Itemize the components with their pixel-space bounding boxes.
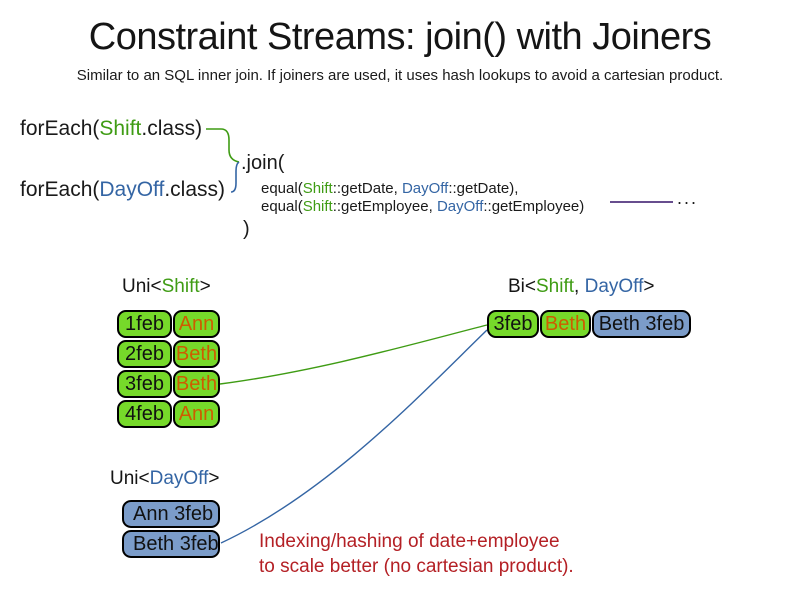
label-text: > (208, 468, 220, 489)
code-text: .class) (141, 117, 203, 140)
dayoff-cell: Ann 3feb (122, 500, 220, 528)
bi-result-row: 3feb Beth Beth 3feb (487, 310, 691, 338)
code-foreach-shift: forEach(Shift.class) (20, 117, 202, 141)
uni-dayoff-label: Uni<DayOff> (110, 468, 220, 490)
note-line: to scale better (no cartesian product). (259, 556, 574, 577)
shift-employee-cell: Ann (173, 400, 220, 428)
table-row: 4feb Ann (117, 400, 220, 428)
match-line-green (219, 324, 488, 385)
match-line-blue (220, 329, 488, 544)
code-joiner-date: equal(Shift::getDate, DayOff::getDate), (261, 180, 518, 197)
note-line: Indexing/hashing of date+employee (259, 531, 560, 552)
code-text: ::getEmployee) (483, 198, 585, 215)
shift-class-token: Shift (99, 117, 142, 140)
dayoff-class-token: DayOff (99, 178, 165, 201)
code-joiner-employee: equal(Shift::getEmployee, DayOff::getEmp… (261, 198, 584, 215)
shift-type-token: Shift (536, 276, 575, 297)
code-text: equal( (261, 198, 303, 215)
join-brace-blue (230, 161, 240, 193)
label-text: > (643, 276, 655, 297)
code-text: forEach( (20, 117, 100, 140)
joiner-connector-line (610, 201, 673, 203)
uni-shift-label: Uni<Shift> (122, 276, 211, 298)
table-row: 2feb Beth (117, 340, 220, 368)
shift-date-cell: 1feb (117, 310, 172, 338)
shift-date-cell: 2feb (117, 340, 172, 368)
shift-class-token: Shift (302, 180, 333, 197)
shift-date-cell: 3feb (487, 310, 539, 338)
code-text: forEach( (20, 178, 100, 201)
more-joiners-ellipsis: ... (677, 188, 699, 208)
label-text: Uni< (122, 276, 162, 297)
uni-dayoff-table: Ann 3feb Beth 3feb (122, 500, 220, 560)
shift-type-token: Shift (161, 276, 200, 297)
dayoff-pair-cell: Beth 3feb (592, 310, 691, 338)
dayoff-class-token: DayOff (436, 198, 484, 215)
shift-date-cell: 4feb (117, 400, 172, 428)
code-join-close: ) (243, 218, 250, 240)
label-text: Uni< (110, 468, 150, 489)
shift-employee-cell: Ann (173, 310, 220, 338)
shift-class-token: Shift (302, 198, 333, 215)
dayoff-class-token: DayOff (401, 180, 449, 197)
code-text: ::getDate, (332, 180, 402, 197)
join-brace-green (206, 128, 240, 163)
indexing-note: Indexing/hashing of date+employee to sca… (259, 529, 574, 579)
shift-employee-cell: Beth (540, 310, 591, 338)
table-row: 1feb Ann (117, 310, 220, 338)
page-title: Constraint Streams: join() with Joiners (88, 16, 712, 58)
label-text: > (199, 276, 211, 297)
code-text: ::getDate), (448, 180, 519, 197)
shift-date-cell: 3feb (117, 370, 172, 398)
code-foreach-dayoff: forEach(DayOff.class) (20, 178, 225, 202)
shift-employee-cell: Beth (173, 370, 220, 398)
code-text: equal( (261, 180, 303, 197)
label-text: Bi< (508, 276, 536, 297)
page-subtitle: Similar to an SQL inner join. If joiners… (76, 67, 724, 84)
shift-employee-cell: Beth (173, 340, 220, 368)
label-text: , (574, 276, 585, 297)
code-text: ::getEmployee, (332, 198, 437, 215)
dayoff-cell: Beth 3feb (122, 530, 220, 558)
uni-shift-table: 1feb Ann 2feb Beth 3feb Beth 4feb Ann (117, 310, 220, 430)
dayoff-type-token: DayOff (584, 276, 644, 297)
dayoff-type-token: DayOff (149, 468, 209, 489)
bi-label: Bi<Shift, DayOff> (508, 276, 654, 298)
table-row: 3feb Beth (117, 370, 220, 398)
code-join-open: .join( (241, 152, 285, 174)
code-text: .class) (164, 178, 226, 201)
